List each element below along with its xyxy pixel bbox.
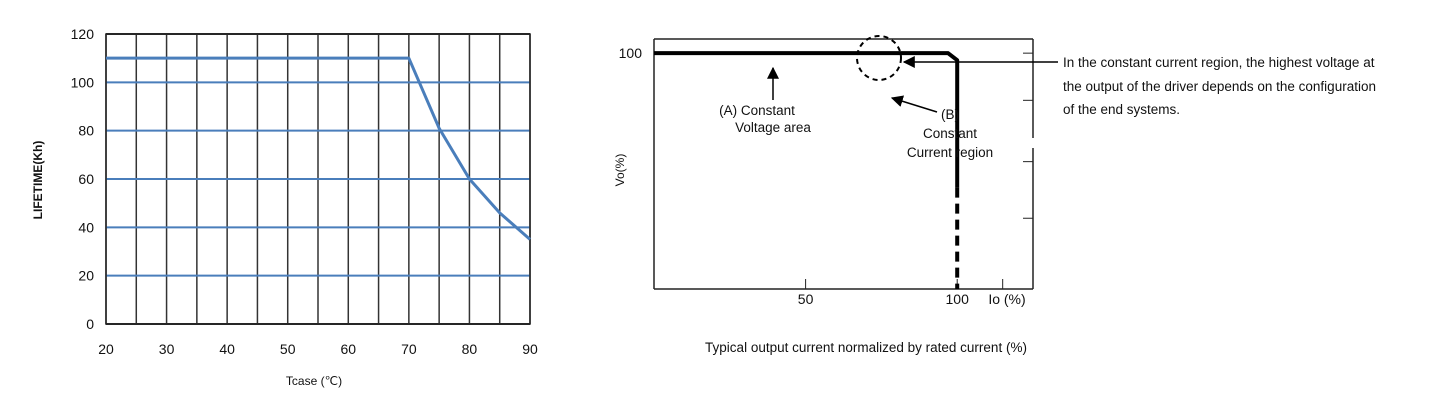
region-a-label-line1: (A) Constant (719, 103, 795, 118)
note-line3: of the end systems. (1063, 102, 1180, 117)
lifetime-grid (105, 33, 531, 325)
note-line1: In the constant current region, the high… (1063, 55, 1375, 70)
vi-tick-labels: 50 100 100 (619, 45, 969, 307)
lifetime-x-tick-label: 70 (401, 341, 417, 357)
lifetime-y-tick-label: 0 (86, 316, 94, 332)
lifetime-x-tick-label: 30 (159, 341, 175, 357)
lifetime-y-axis-title: LIFETIME(Kh) (31, 141, 45, 220)
lifetime-y-tick-label: 80 (78, 123, 94, 139)
lifetime-y-tick-labels: 0 20 40 60 80 100 120 (71, 26, 95, 332)
region-b-label-line1: (B) (941, 107, 959, 122)
lifetime-series (106, 56, 531, 241)
lifetime-x-tick-label: 50 (280, 341, 296, 357)
region-b-label-line3: Current region (907, 145, 993, 160)
vi-curve-solid-segment (654, 51, 960, 188)
lifetime-y-tick-label: 120 (71, 26, 95, 42)
vi-y-axis-title: Vo(%) (613, 154, 627, 187)
lifetime-x-axis-title: Tcase (℃) (286, 374, 342, 388)
lifetime-x-tick-labels: 20 30 40 50 60 70 80 90 (98, 341, 538, 357)
vi-x-tick-label: 100 (946, 291, 970, 307)
note-line2: the output of the driver depends on the … (1063, 79, 1376, 94)
lifetime-x-tick-label: 90 (522, 341, 538, 357)
region-b-label-line2: Constant (923, 126, 977, 141)
lifetime-x-tick-label: 60 (340, 341, 356, 357)
vi-tick-marks (805, 52, 1033, 289)
region-b-arrow (890, 95, 938, 113)
lifetime-plot-border (105, 33, 531, 325)
vi-x-axis-title: Typical output current normalized by rat… (705, 340, 1027, 355)
lifetime-y-tick-label: 40 (78, 219, 94, 235)
vi-curve-chart: 50 100 100 Io (%) Vo(%) Typical output cur… (613, 35, 1376, 355)
vi-plot-frame (653, 38, 1034, 290)
lifetime-x-tick-label: 20 (98, 341, 114, 357)
lifetime-plot-frame (105, 33, 531, 325)
lifetime-y-tick-label: 20 (78, 268, 94, 284)
vi-x-end-label: Io (%) (988, 291, 1025, 307)
vi-series (654, 51, 960, 289)
lifetime-x-tick-label: 80 (462, 341, 478, 357)
lifetime-y-tick-label: 60 (78, 171, 94, 187)
lifetime-y-tick-label: 100 (71, 74, 95, 90)
lifetime-series-line (106, 56, 531, 241)
vi-y-tick-label: 100 (619, 45, 643, 61)
region-a-label-line2: Voltage area (735, 120, 811, 135)
knee-highlight-circle (856, 35, 902, 81)
vi-x-tick-label: 50 (798, 291, 814, 307)
lifetime-x-tick-label: 40 (219, 341, 235, 357)
